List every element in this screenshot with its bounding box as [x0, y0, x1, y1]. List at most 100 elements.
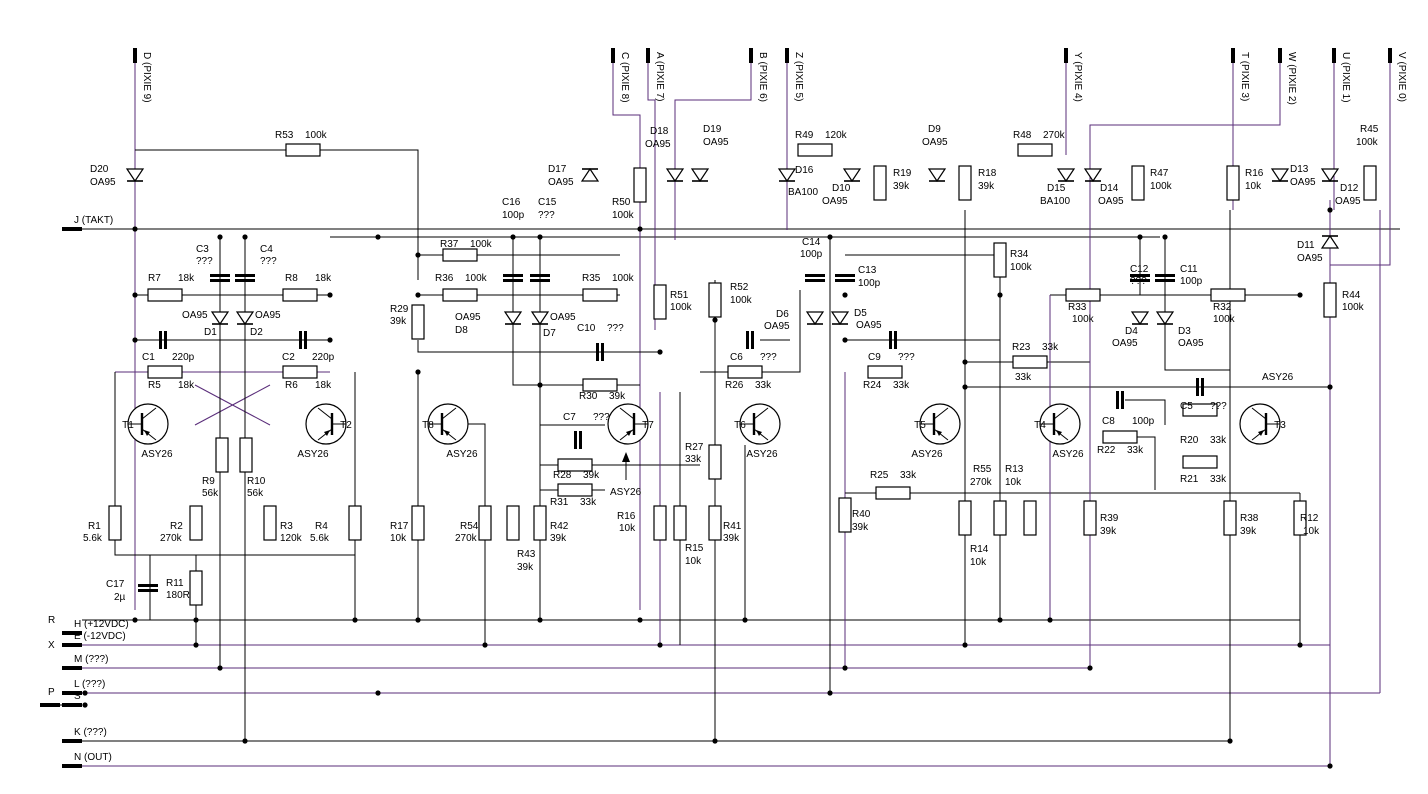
- resistor-r52: [708, 282, 722, 318]
- resistor-r23: [1012, 355, 1048, 369]
- component-ref-r22: R22: [1097, 445, 1116, 456]
- component-ref-r8: R8: [285, 273, 298, 284]
- wire: [417, 340, 660, 353]
- component-value-d19: OA95: [703, 137, 729, 148]
- component-value-r2: 270k: [160, 533, 183, 544]
- junction-dot: [1297, 292, 1303, 298]
- component-ref-d13: D13: [1290, 164, 1309, 175]
- pin-v-pixie-0: [1388, 48, 1392, 63]
- component-value-r37: 100k: [470, 239, 493, 250]
- resistor-r44: [1323, 282, 1337, 318]
- component-ref-d20: D20: [90, 164, 109, 175]
- component-value-d4: OA95: [1112, 338, 1138, 349]
- junction-dot: [415, 617, 421, 623]
- diode-d19: [690, 168, 710, 183]
- component-value-d5: OA95: [856, 320, 882, 331]
- component-ref-c1: C1: [142, 352, 155, 363]
- component-value-r52: 100k: [730, 295, 753, 306]
- component-ref-d2: D2: [250, 327, 263, 338]
- wire: [512, 237, 640, 386]
- resistor-r39: [1083, 500, 1097, 536]
- component-ref-r54: R54: [460, 521, 479, 532]
- component-value-r29: 39k: [390, 316, 407, 327]
- resistor-r5: [147, 365, 183, 379]
- component-ref-d1: D1: [204, 327, 217, 338]
- component-value-r47: 100k: [1150, 181, 1173, 192]
- component-value-r12: 10k: [1303, 526, 1320, 537]
- component-value-r9: 56k: [202, 488, 219, 499]
- resistor-r45: [1363, 165, 1377, 201]
- component-value-c16: 100p: [502, 210, 525, 221]
- resistor-r11: [189, 570, 203, 606]
- component-ref-r12: R12: [1300, 513, 1319, 524]
- resistor-r28: [557, 458, 593, 472]
- resistor-r25: [875, 486, 911, 500]
- component-value-c6: ???: [760, 352, 777, 363]
- pin-label-b-pixie-6: B (PIXIE 6): [757, 52, 768, 102]
- junction-dot: [742, 617, 748, 623]
- component-ref-r13: R13: [1005, 464, 1024, 475]
- resistor-r20: [1182, 403, 1218, 417]
- component-ref-d10: D10: [832, 183, 851, 194]
- component-ref-d14: D14: [1100, 183, 1119, 194]
- component-ref-r37: R37: [440, 239, 459, 250]
- resistor-r29: [411, 304, 425, 340]
- component-value-c15: ???: [538, 210, 555, 221]
- junction-dot: [962, 384, 968, 390]
- component-value-d6: OA95: [764, 321, 790, 332]
- junction-dot: [997, 292, 1003, 298]
- component-ref-r9: R9: [202, 476, 215, 487]
- junction-dot: [415, 369, 421, 375]
- component-value-r22: 33k: [1127, 445, 1144, 456]
- resistor-r27: [708, 444, 722, 480]
- resistor-r22: [1102, 430, 1138, 444]
- junction-dot: [1137, 234, 1143, 240]
- pin-b-pixie-6: [749, 48, 753, 63]
- junction-dot: [217, 234, 223, 240]
- resistor-r31: [557, 483, 593, 497]
- resistor-r1: [108, 505, 122, 541]
- wire: [114, 372, 355, 556]
- capacitor-c4: [235, 274, 255, 282]
- component-ref-r53: R53: [275, 130, 294, 141]
- component-value-r25: 33k: [900, 470, 917, 481]
- junction-dot: [415, 292, 421, 298]
- component-ref-c7: C7: [563, 412, 576, 423]
- component-ref-c16: C16: [502, 197, 521, 208]
- component-value-r24: 33k: [893, 380, 910, 391]
- component-value-r41: 39k: [723, 533, 740, 544]
- component-ref-r48: R48: [1013, 130, 1032, 141]
- component-ref-d15: D15: [1047, 183, 1066, 194]
- pin-m: [62, 666, 82, 670]
- component-value-c12: ???: [1130, 276, 1147, 287]
- component-value-r26: 33k: [755, 380, 772, 391]
- component-ref-c17: C17: [106, 579, 125, 590]
- component-value-d1: OA95: [182, 310, 208, 321]
- junction-dot: [842, 337, 848, 343]
- resistor-r13: [1023, 500, 1037, 536]
- component-value-c2: 220p: [312, 352, 335, 363]
- component-ref-r2: R2: [170, 521, 183, 532]
- component-value-d11: OA95: [1297, 253, 1323, 264]
- resistor-r21: [1182, 455, 1218, 469]
- capacitor-c12: [1130, 274, 1150, 282]
- resistor-r18: [958, 165, 972, 201]
- pin-label-p: P: [48, 687, 55, 698]
- component-value-r45: 100k: [1356, 137, 1379, 148]
- component-value-r36: 100k: [465, 273, 488, 284]
- pin-a-pixie-7: [646, 48, 650, 63]
- component-ref-d19: D19: [703, 124, 722, 135]
- transistor-t7: [607, 403, 649, 445]
- component-value-r31: 33k: [580, 497, 597, 508]
- component-ref-r29: R29: [390, 304, 409, 315]
- labels: D (PIXIE 9)C (PIXIE 8)A (PIXIE 7)B (PIXI…: [48, 52, 1407, 763]
- component-value-d17: OA95: [548, 177, 574, 188]
- component-ref-r39: R39: [1100, 513, 1119, 524]
- junction-dot: [1227, 738, 1233, 744]
- diode-d6: [805, 311, 825, 326]
- transistor-ref-t3: T3: [1274, 420, 1286, 431]
- resistor-r32: [1210, 288, 1246, 302]
- pin-label-x: X: [48, 640, 55, 651]
- junction-dot: [827, 234, 833, 240]
- component-ref-r10: R10: [247, 476, 266, 487]
